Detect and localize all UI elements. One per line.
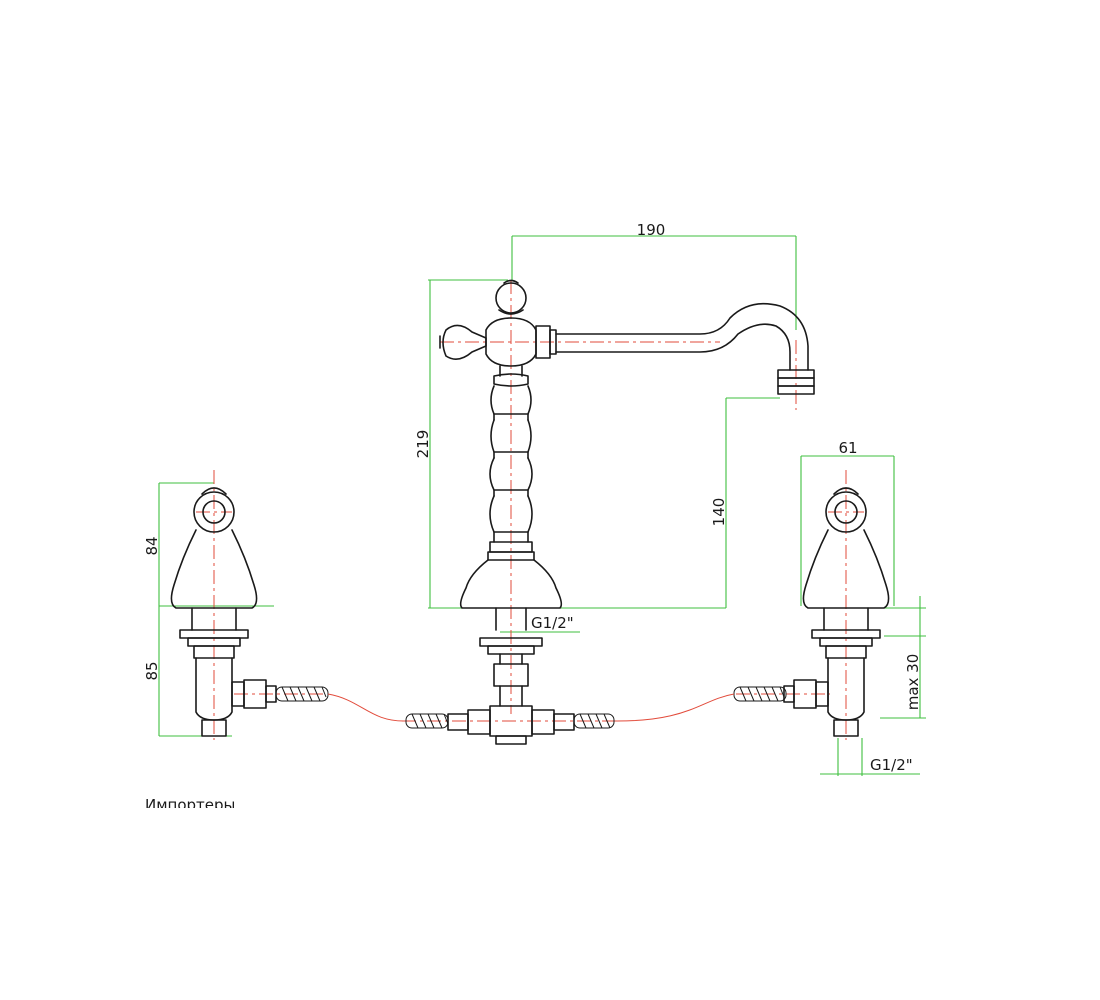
dim-valve-height: 85 [143,661,161,680]
dim-handle-height: 84 [143,536,161,555]
dim-handle-width: 61 [838,439,857,457]
dim-spout-reach: 190 [637,221,666,239]
dim-spout-height: 140 [710,498,728,527]
dim-total-height: 219 [414,430,432,459]
spout-body [405,279,815,745]
dim-thread-center: G1/2" [531,614,574,632]
dim-deck-thickness: max 30 [904,654,922,711]
left-valve [170,487,329,737]
dimension-labels: 190 219 140 61 84 85 max 30 G1/2" G1/2" [143,221,922,774]
right-valve [733,487,890,737]
center-lines [196,280,864,740]
footer-partial-text: Импортеры [145,796,236,808]
hoses [327,693,735,722]
dim-thread-right: G1/2" [870,756,913,774]
dimension-lines [158,235,926,776]
